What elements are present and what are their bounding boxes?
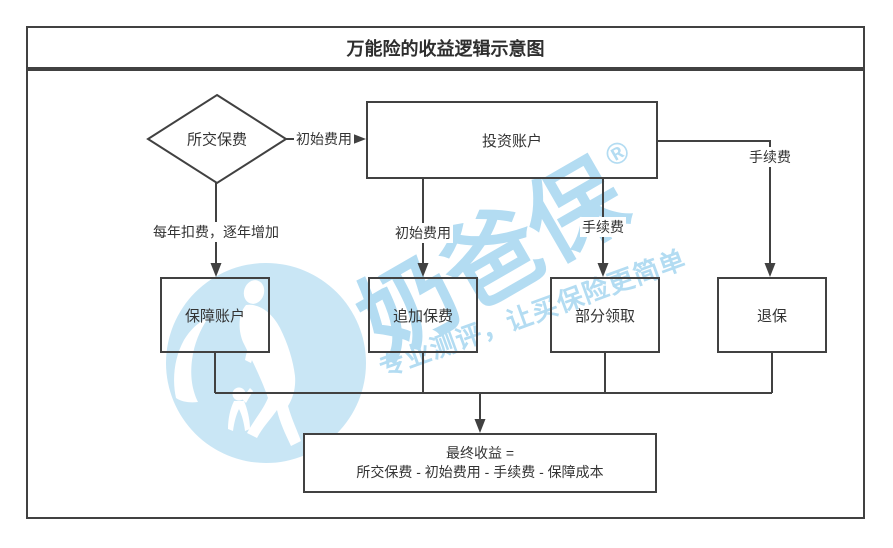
edge-label-service-fee-down: 手续费 [580, 217, 626, 237]
node-investment-account-label: 投资账户 [481, 132, 542, 150]
node-protection-account: 保障账户 [160, 277, 270, 353]
final-formula-line2: 所交保费 - 初始费用 - 手续费 - 保障成本 [356, 464, 604, 480]
node-final-return-formula: 最终收益 = 所交保费 - 初始费用 - 手续费 - 保障成本 [303, 433, 657, 493]
node-investment-account: 投资账户 [366, 101, 658, 179]
title-bar: 万能险的收益逻辑示意图 [26, 26, 865, 69]
final-formula-line1: 最终收益 = [445, 445, 515, 461]
edge-label-annual-deduction: 每年扣费，逐年增加 [151, 222, 281, 242]
node-additional-premium: 追加保费 [368, 277, 478, 353]
node-surrender: 退保 [717, 277, 827, 353]
node-partial-withdrawal: 部分领取 [550, 277, 660, 353]
node-premium-paid: 所交保费 [186, 131, 248, 149]
node-additional-premium-label: 追加保费 [392, 307, 453, 325]
node-partial-withdrawal-label: 部分领取 [574, 307, 635, 325]
page-title: 万能险的收益逻辑示意图 [346, 38, 545, 59]
node-surrender-label: 退保 [756, 307, 787, 325]
node-protection-account-label: 保障账户 [184, 307, 245, 325]
edge-label-initial-fee-horizontal: 初始费用 [294, 129, 354, 149]
edge-label-service-fee-right: 手续费 [747, 147, 793, 167]
edge-label-initial-fee-down: 初始费用 [393, 223, 453, 243]
